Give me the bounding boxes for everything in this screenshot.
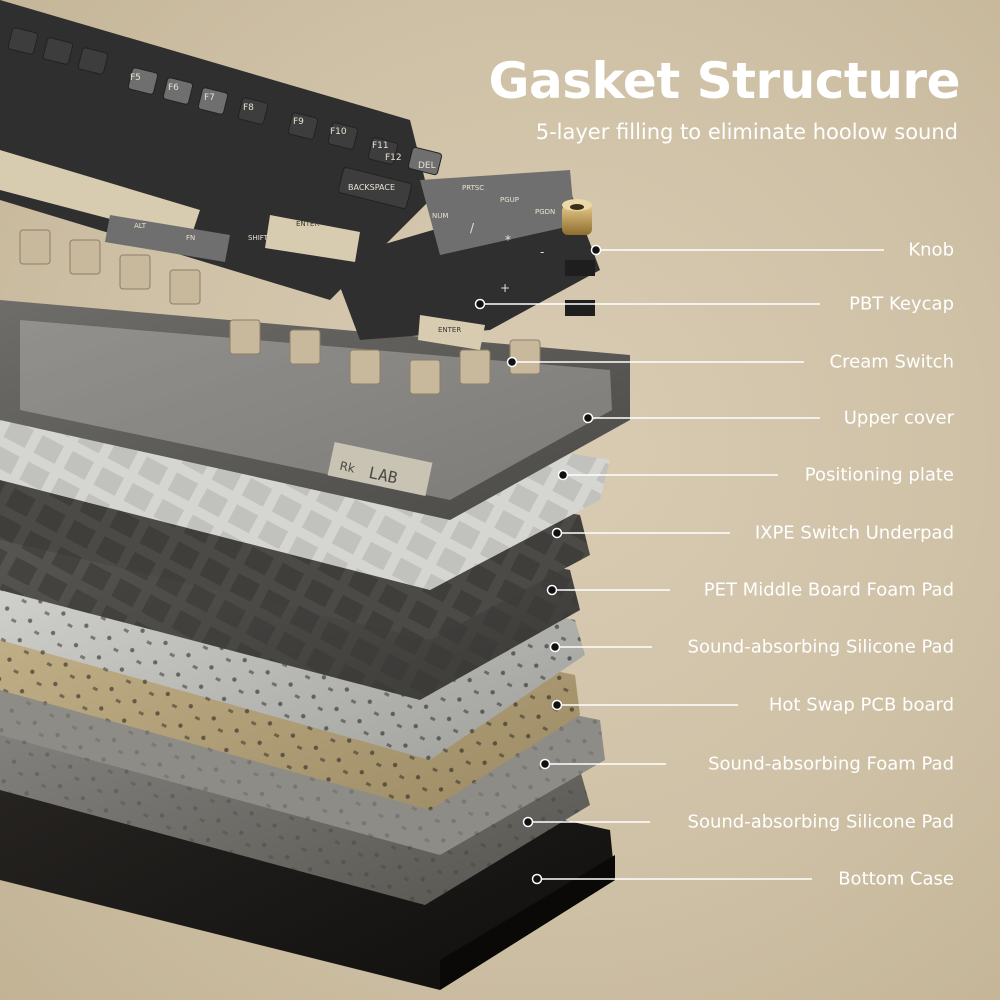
callout-foam-pad: Sound-absorbing Foam Pad <box>708 753 954 775</box>
callout-ixpe-underpad: IXPE Switch Underpad <box>754 522 954 544</box>
keycap-alt: ALT <box>134 222 147 230</box>
keycap-enter-numpad: ENTER <box>438 326 461 334</box>
callout-pcb-board: Hot Swap PCB board <box>768 694 954 716</box>
keycap-shift: SHIFT <box>248 234 269 242</box>
callout-bottom-case: Bottom Case <box>838 868 954 890</box>
callout-upper-cover: Upper cover <box>843 407 954 429</box>
keycap-backspace: BACKSPACE <box>348 183 395 192</box>
callout-positioning-plate: Positioning plate <box>804 464 954 486</box>
keycap-del: DEL <box>418 161 436 171</box>
keycap-f8: F8 <box>243 103 254 113</box>
callout-silicone-pad-lower: Sound-absorbing Silicone Pad <box>687 811 954 833</box>
keycap-f9: F9 <box>293 117 304 127</box>
keycap-numpad-slash: / <box>470 221 475 235</box>
keycap-numpad-minus: - <box>540 245 544 259</box>
callout-cream-switch: Cream Switch <box>829 351 954 373</box>
keycap-f12: F12 <box>385 153 402 163</box>
keycap-layer: F5 F6 F7 F8 F9 F10 F11 F12 DEL BACKSPACE… <box>0 0 600 350</box>
keycap-f7: F7 <box>204 93 215 103</box>
callout-silicone-pad-upper: Sound-absorbing Silicone Pad <box>687 636 954 658</box>
keycap-fn: FN <box>186 234 195 242</box>
keycap-pgup: PGUP <box>500 196 519 204</box>
keycap-pgdn: PGDN <box>535 208 555 216</box>
callout-knob: Knob <box>908 239 954 261</box>
keycap-f6: F6 <box>168 83 179 93</box>
keycap-prtsc: PRTSC <box>462 184 484 192</box>
keycap-f11: F11 <box>372 141 389 151</box>
badge-brand: Rk <box>338 459 356 476</box>
page-title: Gasket Structure <box>488 52 960 110</box>
callout-pbt-keycap: PBT Keycap <box>849 293 954 315</box>
callout-lines <box>474 244 884 885</box>
page-subtitle: 5-layer filling to eliminate hoolow soun… <box>535 120 958 144</box>
keycap-num: NUM <box>432 212 448 220</box>
keycap-numpad-plus: + <box>500 281 510 295</box>
callout-pet-foam-pad: PET Middle Board Foam Pad <box>703 579 954 601</box>
keycap-numpad-star: * <box>505 233 511 247</box>
keycap-enter-main: ENTER <box>296 220 319 228</box>
keycap-f10: F10 <box>330 127 347 137</box>
keycap-f5: F5 <box>130 73 141 83</box>
